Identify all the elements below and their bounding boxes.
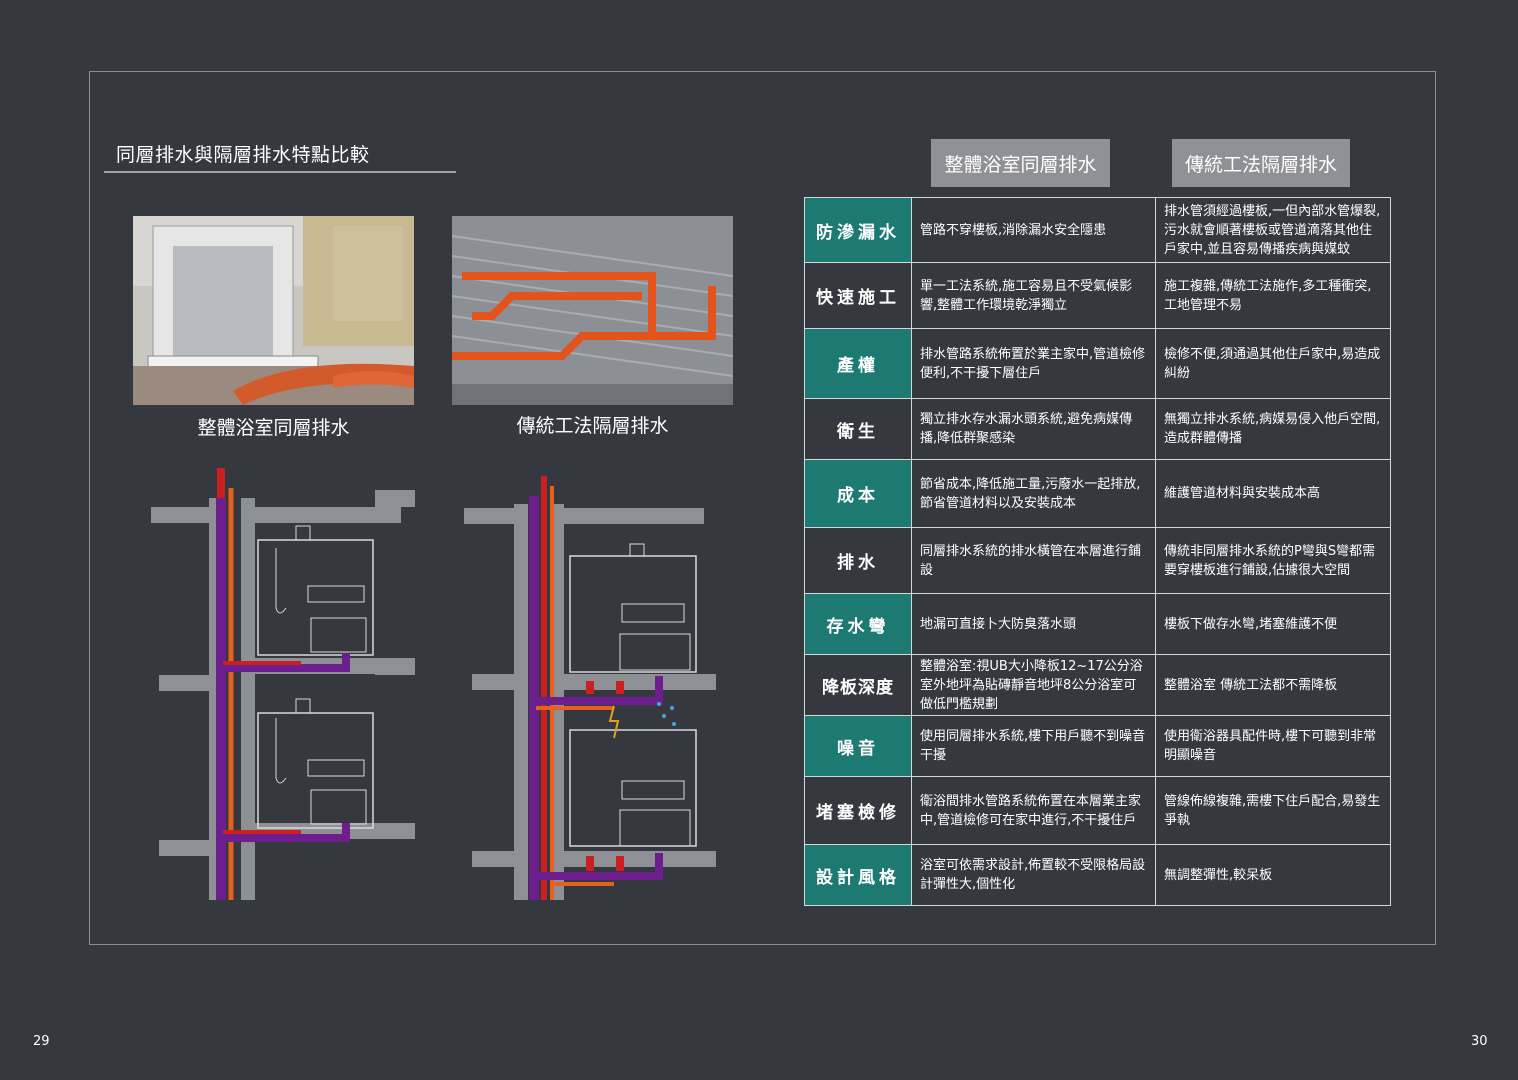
cell-unit-bathroom: 整體浴室:視UB大小降板12~17公分浴室外地坪為貼磚靜音地坪8公分浴室可做低門… <box>911 654 1156 716</box>
row-category: 成本 <box>804 459 912 528</box>
cell-unit-bathroom: 同層排水系統的排水橫管在本層進行鋪設 <box>911 527 1156 594</box>
cross-floor-drainage-diagram <box>464 476 716 900</box>
table-row: 降板深度 整體浴室:視UB大小降板12~17公分浴室外地坪為貼磚靜音地坪8公分浴… <box>804 654 1391 716</box>
section-title: 同層排水與隔層排水特點比較 <box>116 144 370 166</box>
table-row: 存水彎 地漏可直接卜大防臭落水頭 樓板下做存水彎,堵塞維護不便 <box>804 593 1391 655</box>
header-traditional: 傳統工法隔層排水 <box>1172 139 1350 187</box>
content-frame <box>89 71 1436 945</box>
table-row: 堵塞檢修 衛浴間排水管路系統佈置在本層業主家中,管道檢修可在家中進行,不干擾住戶… <box>804 776 1391 845</box>
page-number-right: 30 <box>1471 1034 1488 1049</box>
photo-ceiling-pipes <box>452 216 733 405</box>
cell-traditional: 檢修不便,須通過其他住戶家中,易造成糾紛 <box>1155 328 1391 399</box>
cell-traditional: 整體浴室 傳統工法都不需降板 <box>1155 654 1391 716</box>
row-category: 存水彎 <box>804 593 912 655</box>
cell-unit-bathroom: 排水管路系統佈置於業主家中,管道檢修便利,不干擾下層住戶 <box>911 328 1156 399</box>
bathroom-unit-upper <box>257 525 374 656</box>
bathroom-unit-upper-2 <box>569 543 697 673</box>
photo-unit-bathroom <box>133 216 414 405</box>
water-drip-icon <box>657 702 676 726</box>
cell-traditional: 維護管道材料與安裝成本高 <box>1155 459 1391 528</box>
caption-unit-bathroom: 整體浴室同層排水 <box>197 417 350 439</box>
table-row: 排水 同層排水系統的排水橫管在本層進行鋪設 傳統非同層排水系統的P彎與S彎都需要… <box>804 527 1391 594</box>
cell-unit-bathroom: 使用同層排水系統,樓下用戶聽不到噪音干擾 <box>911 715 1156 777</box>
cell-traditional: 使用衛浴器具配件時,樓下可聽到非常明顯噪音 <box>1155 715 1391 777</box>
row-category: 防滲漏水 <box>804 197 912 263</box>
table-row: 噪音 使用同層排水系統,樓下用戶聽不到噪音干擾 使用衛浴器具配件時,樓下可聽到非… <box>804 715 1391 777</box>
cell-unit-bathroom: 衛浴間排水管路系統佈置在本層業主家中,管道檢修可在家中進行,不干擾住戶 <box>911 776 1156 845</box>
row-category: 排水 <box>804 527 912 594</box>
cell-unit-bathroom: 單一工法系統,施工容易且不受氣候影響,整體工作環境乾淨獨立 <box>911 262 1156 329</box>
row-category: 降板深度 <box>804 654 912 716</box>
bathroom-unit-lower-2 <box>569 729 697 847</box>
cell-traditional: 排水管須經過樓板,一但內部水管爆裂,污水就會順著樓板或管道滴落其他住戶家中,並且… <box>1155 197 1391 263</box>
cell-traditional: 樓板下做存水彎,堵塞維護不便 <box>1155 593 1391 655</box>
cell-traditional: 傳統非同層排水系統的P彎與S彎都需要穿樓板進行鋪設,佔據很大空間 <box>1155 527 1391 594</box>
cell-traditional: 無獨立排水系統,病媒易侵入他戶空間,造成群體傳播 <box>1155 398 1391 460</box>
page-number-left: 29 <box>33 1034 50 1049</box>
table-row: 衛生 獨立排水存水漏水頭系統,避免病媒傳播,降低群聚感染 無獨立排水系統,病媒易… <box>804 398 1391 460</box>
table-row: 快速施工 單一工法系統,施工容易且不受氣候影響,整體工作環境乾淨獨立 施工複雜,… <box>804 262 1391 329</box>
cell-unit-bathroom: 地漏可直接卜大防臭落水頭 <box>911 593 1156 655</box>
cell-unit-bathroom: 獨立排水存水漏水頭系統,避免病媒傳播,降低群聚感染 <box>911 398 1156 460</box>
row-category: 堵塞檢修 <box>804 776 912 845</box>
cell-traditional: 無調整彈性,較呆板 <box>1155 844 1391 906</box>
cell-traditional: 施工複雜,傳統工法施作,多工種衝突,工地管理不易 <box>1155 262 1391 329</box>
table-row: 產權 排水管路系統佈置於業主家中,管道檢修便利,不干擾下層住戶 檢修不便,須通過… <box>804 328 1391 399</box>
table-row: 防滲漏水 管路不穿樓板,消除漏水安全隱患 排水管須經過樓板,一但內部水管爆裂,污… <box>804 197 1391 263</box>
bathroom-unit-lower <box>257 698 374 829</box>
title-underline <box>104 171 456 173</box>
row-category: 產權 <box>804 328 912 399</box>
caption-ceiling-pipes: 傳統工法隔層排水 <box>516 415 669 437</box>
row-category: 衛生 <box>804 398 912 460</box>
row-category: 快速施工 <box>804 262 912 329</box>
table-row: 設計風格 浴室可依需求設計,佈置較不受限格局設計彈性大,個性化 無調整彈性,較呆… <box>804 844 1391 906</box>
header-unit-bathroom: 整體浴室同層排水 <box>931 139 1110 187</box>
cell-unit-bathroom: 浴室可依需求設計,佈置較不受限格局設計彈性大,個性化 <box>911 844 1156 906</box>
cell-unit-bathroom: 管路不穿樓板,消除漏水安全隱患 <box>911 197 1156 263</box>
cell-traditional: 管線佈線複雜,需樓下住戶配合,易發生爭執 <box>1155 776 1391 845</box>
row-category: 設計風格 <box>804 844 912 906</box>
crack-icon <box>608 705 620 739</box>
cell-unit-bathroom: 節省成本,降低施工量,污廢水一起排放,節省管道材料以及安裝成本 <box>911 459 1156 528</box>
comparison-table: 防滲漏水 管路不穿樓板,消除漏水安全隱患 排水管須經過樓板,一但內部水管爆裂,污… <box>804 197 1391 906</box>
table-row: 成本 節省成本,降低施工量,污廢水一起排放,節省管道材料以及安裝成本 維護管道材… <box>804 459 1391 528</box>
same-floor-drainage-diagram <box>151 468 415 900</box>
row-category: 噪音 <box>804 715 912 777</box>
